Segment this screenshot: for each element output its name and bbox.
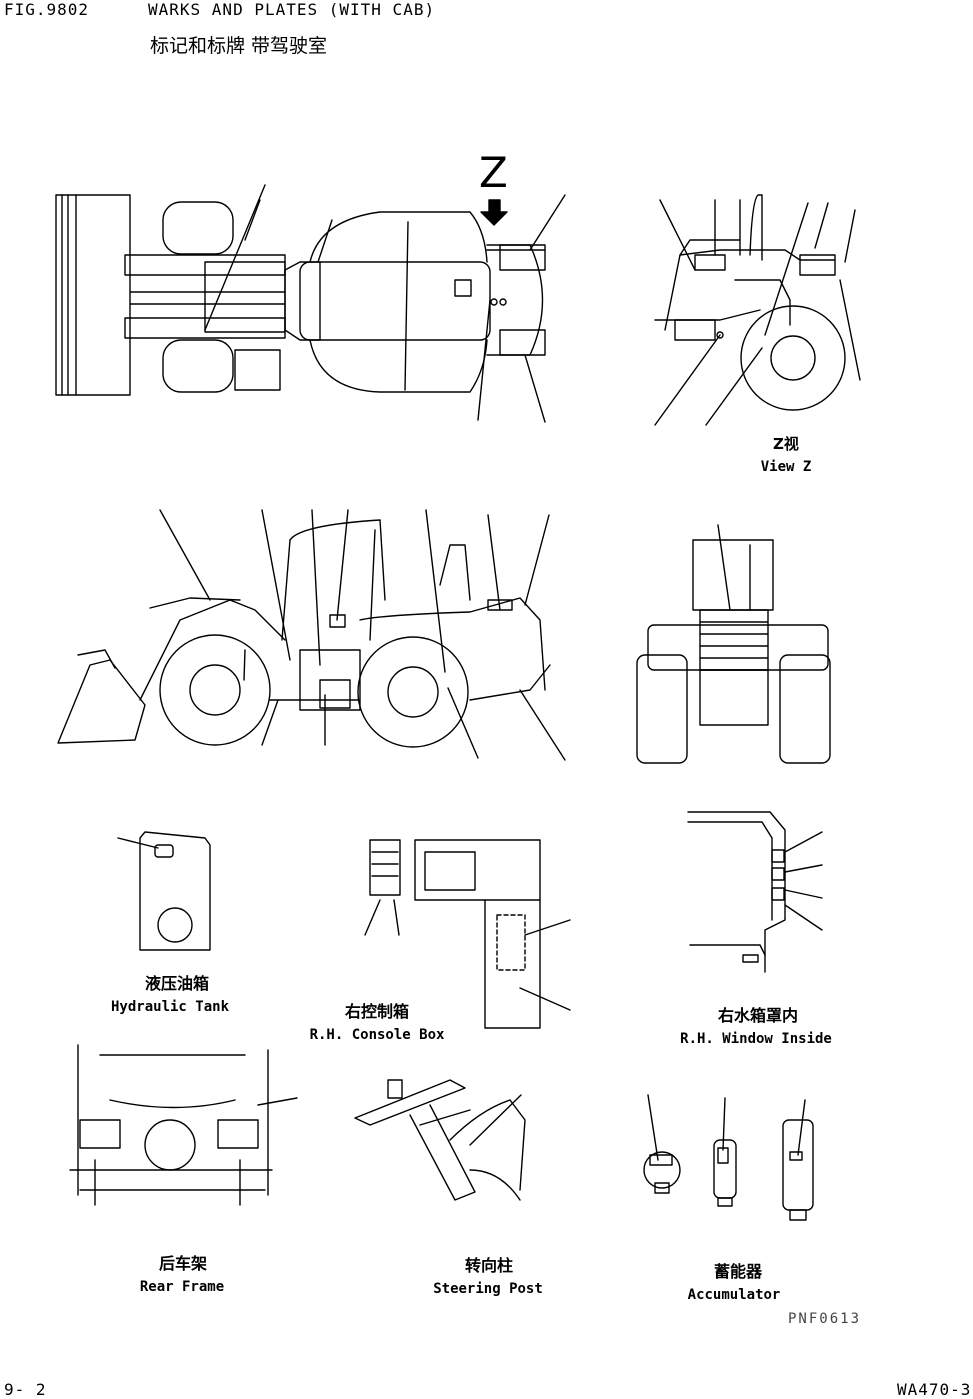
console-box-drawing: [365, 840, 570, 1028]
rear-frame-caption-cn: 后车架: [158, 1254, 208, 1273]
view-z-caption-en: View Z: [760, 459, 812, 475]
rear-view-loader: [637, 525, 830, 763]
view-z-drawing: [655, 195, 860, 425]
accumulator-caption-en: Accumulator: [687, 1287, 781, 1303]
view-z-caption-cn: Z视: [773, 435, 799, 453]
rear-frame-drawing: [70, 1045, 297, 1205]
steering-post-caption-en: Steering Post: [433, 1281, 543, 1297]
view-z-marker: Z: [479, 148, 508, 197]
model-number: WA470-3: [897, 1380, 972, 1399]
window-inside-caption-en: R.H. Window Inside: [680, 1031, 832, 1047]
window-inside-drawing: [688, 812, 822, 972]
hydraulic-tank-drawing: [118, 832, 210, 950]
console-box-caption-cn: 右控制箱: [344, 1002, 410, 1021]
top-view-loader: [56, 185, 565, 422]
console-box-caption-en: R.H. Console Box: [309, 1027, 445, 1043]
hydraulic-tank-caption-en: Hydraulic Tank: [110, 999, 230, 1015]
accumulator-caption-cn: 蓄能器: [713, 1262, 763, 1281]
side-view-loader: [58, 510, 565, 760]
page-number: 9- 2: [4, 1380, 47, 1399]
accumulator-drawing: [644, 1095, 813, 1220]
figure-title: WARKS AND PLATES (WITH CAB): [148, 0, 436, 19]
rear-frame-caption-en: Rear Frame: [139, 1279, 225, 1295]
window-inside-caption-cn: 右水箱罩内: [717, 1006, 799, 1025]
steering-post-caption-cn: 转向柱: [464, 1256, 514, 1275]
drawing-code: PNF0613: [788, 1311, 862, 1327]
figure-number: FIG.9802: [4, 0, 90, 19]
steering-post-drawing: [355, 1080, 525, 1200]
figure-title-chinese: 标记和标牌 带驾驶室: [150, 35, 328, 57]
hydraulic-tank-caption-cn: 液压油箱: [144, 974, 210, 993]
